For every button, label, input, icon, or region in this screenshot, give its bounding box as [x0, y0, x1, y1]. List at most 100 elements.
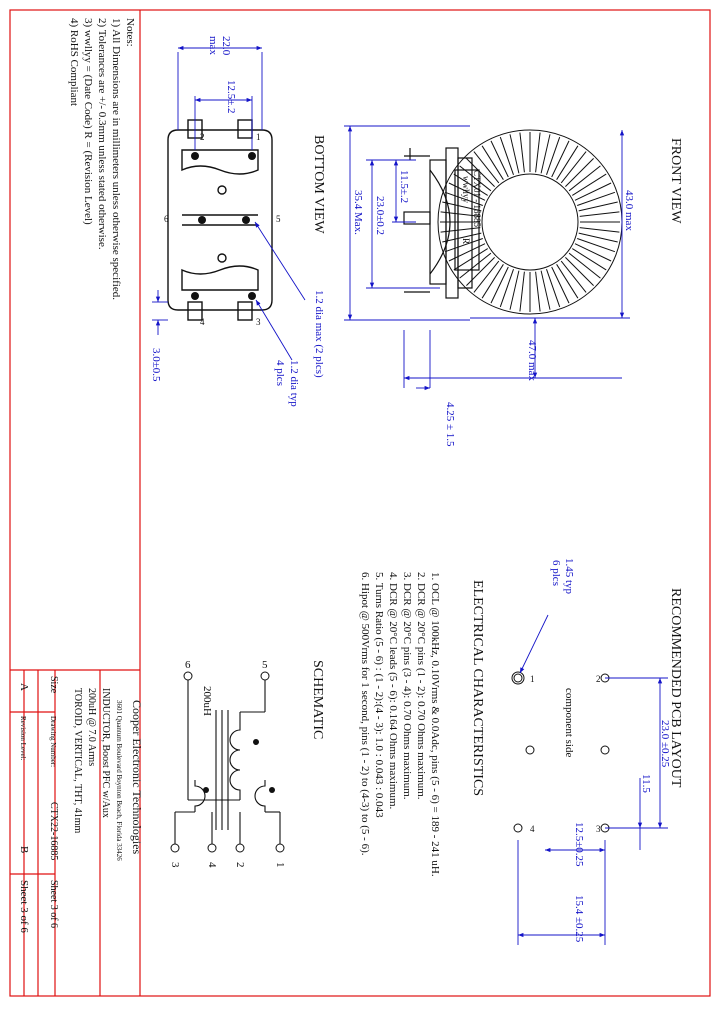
winding-turn — [442, 201, 482, 212]
winding-turn — [466, 158, 495, 187]
schematic-title: SCHEMATIC — [310, 660, 325, 739]
winding-turn — [568, 252, 601, 279]
revision-label: Revision Level: — [19, 716, 27, 761]
winding-turn — [509, 270, 520, 310]
electrical-item-1: 1. OCL @ 100kHz, 0.10Vrms & 0.0Adc, pins… — [429, 572, 441, 877]
winding-turn — [540, 270, 551, 310]
pcb-pin-2: 2 — [596, 674, 601, 684]
winding-turn — [481, 145, 504, 180]
winding-turn — [509, 134, 520, 174]
bottom-view-dimensions — [152, 45, 306, 361]
winding-turn — [535, 271, 541, 312]
pin-3-dot — [191, 292, 199, 300]
bottom-dim-height: 3.0±0.5 — [150, 348, 162, 382]
electrical-item-4: 4. DCR @ 20°C leads (5 - 6): 0.164 Ohms … — [387, 572, 399, 810]
winding-turn — [499, 136, 514, 175]
pin-6-dot — [242, 216, 250, 224]
revision-value: B — [18, 846, 30, 853]
bottom-dim-width-max: max — [207, 36, 219, 55]
winding-turn — [568, 165, 601, 192]
winding-turn — [565, 257, 594, 286]
front-dim-23: 23.0±0.2 — [374, 196, 386, 235]
sheet-frame — [9, 9, 711, 997]
winding-turn — [551, 266, 570, 304]
pin-4-dot — [248, 292, 256, 300]
winding-turn — [565, 158, 594, 187]
title-block: Cooper Electronic Technologies 3601 Quan… — [18, 676, 144, 933]
electrical-item-5: 5. Turns Ratio (5 - 6) : (1 - 2):(4 - 3)… — [373, 572, 385, 818]
winding-turn — [560, 260, 587, 293]
pcb-hole-detail — [511, 671, 525, 685]
winding-turn — [440, 227, 481, 233]
notes-title: Notes: — [124, 18, 136, 47]
winding-turn — [556, 264, 579, 299]
front-dim-35-4: 35.4 Max. — [352, 190, 364, 235]
winding-turn — [560, 151, 587, 184]
winding-turn — [519, 132, 525, 173]
bottom-dim-pin-spacing: 12.5±.2 — [225, 80, 237, 114]
pcb-pin-3: 3 — [596, 824, 601, 834]
schematic-inductance: 200uH — [201, 686, 213, 716]
electrical-item-3: 3. DCR @ 20°C pins (3 - 4): 0.70 Ohms ma… — [401, 572, 413, 800]
pcb-dim-15-4: 15.4 ±0.25 — [573, 895, 585, 943]
notes-block: Notes: 1) All Dimensions are in millimet… — [68, 18, 136, 300]
winding-turn — [577, 191, 616, 206]
note-1: 1) All Dimensions are in millimeters unl… — [110, 18, 122, 300]
winding-turn — [440, 211, 481, 217]
company-name: Cooper Electronic Technologies — [130, 700, 144, 855]
schematic-pin-5: 5 — [262, 659, 268, 671]
pcb-component-side: component side — [563, 688, 575, 757]
winding-turn — [551, 140, 570, 178]
winding-turn — [579, 227, 620, 233]
electrical-item-2: 2. DCR @ 20°C pins (1 - 2): 0.70 Ohms ma… — [415, 572, 427, 800]
winding-turn — [444, 238, 483, 253]
toroid-base — [403, 147, 480, 299]
winding-turn — [519, 271, 525, 312]
bottom-pin-3-label: 3 — [256, 317, 261, 327]
pcb-dim-23: 23.0 ±0.25 — [659, 720, 671, 768]
winding-turn — [459, 252, 492, 279]
schematic-pin-3: 3 — [169, 862, 181, 868]
bottom-pin-5-label: 5 — [276, 214, 281, 224]
front-view-title: FRONT VIEW — [668, 138, 683, 224]
bottom-view: BOTTOM VIEW 2 1 4 3 6 — [150, 36, 326, 407]
bottom-dim-width: 22.0 — [220, 36, 232, 56]
size-label: Size — [48, 676, 59, 694]
description-3: TOROID, VERTICAL, THT, 41mm — [72, 688, 83, 834]
winding-turn — [574, 243, 612, 262]
winding-turn — [546, 269, 561, 308]
schematic-pin-4: 4 — [206, 862, 218, 868]
front-view: FRONT VIEW CTX01 - 16885 wwllyy R — [344, 125, 683, 447]
front-dim-lead: 4.25 ± 1.5 — [444, 402, 456, 447]
pcb-layout: RECOMMENDED PCB LAYOUT component side 2 … — [511, 558, 683, 945]
description-1: INDUCTOR, Boost PFC w/Aux — [100, 688, 111, 818]
marking-line-1: CTX01 - 16885 — [472, 170, 482, 227]
bottom-pin-6-label: 6 — [164, 214, 169, 224]
winding-turn — [579, 211, 620, 217]
winding-turn — [490, 140, 509, 178]
pcb-dim-12-5: 12.5±0.25 — [573, 822, 585, 867]
front-dim-height: 47.0 max — [526, 340, 538, 381]
winding-turn — [442, 232, 482, 243]
drawing-number-label: Drawing Number: — [49, 716, 57, 767]
bottom-view-pins — [191, 152, 256, 300]
note-3: 3) wwllyy = (Date Code) R = (Revision Le… — [82, 18, 94, 225]
bottom-view-title: BOTTOM VIEW — [311, 135, 326, 234]
front-dim-11-5: 11.5±.2 — [398, 170, 410, 203]
front-dim-diameter: 43.0 max — [623, 190, 635, 231]
pin-2-dot — [248, 152, 256, 160]
schematic-pin-2: 2 — [234, 862, 246, 868]
bottom-pin-4-label: 4 — [200, 317, 205, 327]
bottom-pin-1-label: 1 — [256, 132, 261, 142]
winding-turn — [572, 173, 607, 196]
winding-turn — [453, 173, 488, 196]
toroid-winding — [437, 129, 623, 315]
winding-turn — [473, 260, 500, 293]
winding-turn — [490, 266, 509, 304]
pcb-dimensions — [517, 614, 668, 945]
winding-turn — [578, 232, 618, 243]
bottom-pin-dia-typ-1: 1.2 dia typ — [288, 360, 300, 407]
schematic-pin-1: 1 — [274, 862, 286, 868]
